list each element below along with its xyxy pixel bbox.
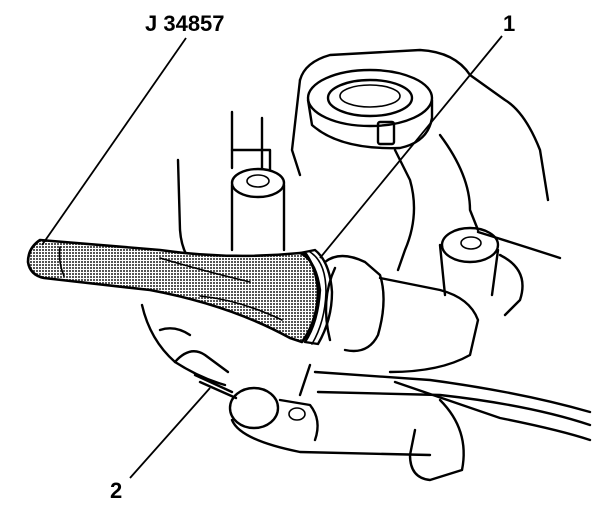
callout-item-1: 1 — [503, 11, 515, 36]
leader-lines — [41, 35, 503, 479]
callout-tool-number: J 34857 — [145, 11, 225, 36]
leader-item-2 — [129, 387, 211, 479]
tool-j34857 — [26, 238, 334, 346]
callout-item-2: 2 — [110, 478, 122, 503]
housing — [140, 48, 592, 482]
leader-item-1 — [319, 35, 503, 259]
leader-tool — [41, 37, 187, 246]
